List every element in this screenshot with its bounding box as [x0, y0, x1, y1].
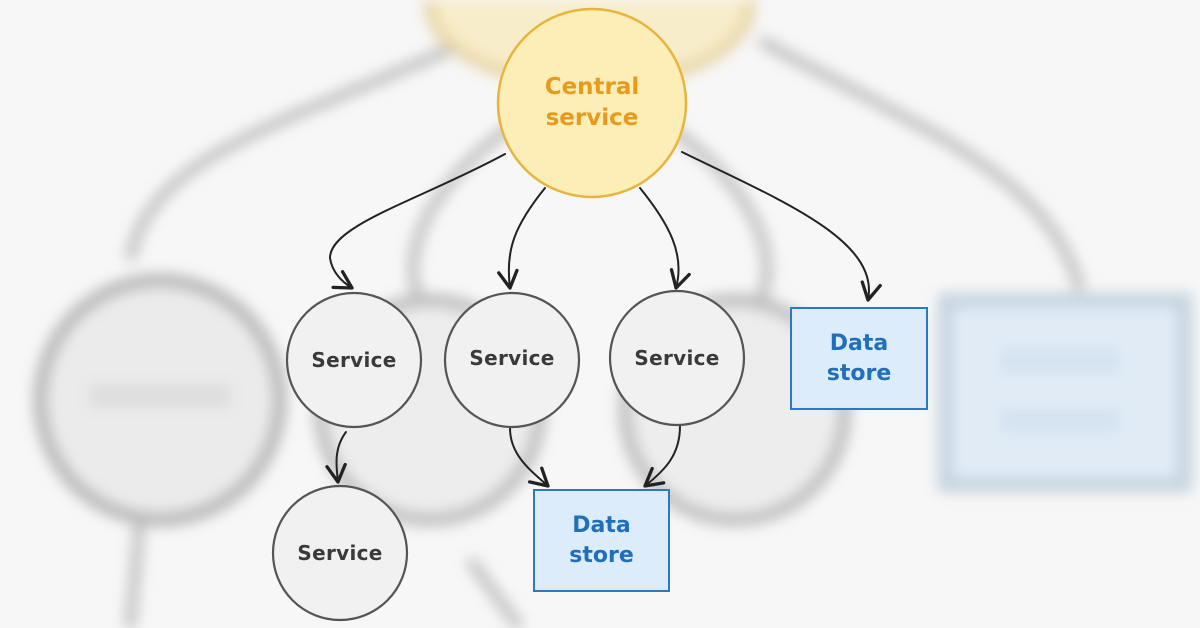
data-store-2-label: Data store	[569, 512, 634, 568]
edge-central-to-store-1	[681, 151, 882, 302]
edge-central-to-service-3	[639, 187, 691, 290]
service-node-4[interactable]	[271, 484, 409, 622]
data-store-node-1[interactable]	[790, 307, 928, 410]
service-3-label: Service	[634, 345, 720, 370]
edge-service-2-to-store-2	[509, 427, 550, 488]
service-4-label: Service	[297, 540, 383, 565]
edge-central-to-service-2	[497, 187, 546, 290]
data-store-node-2[interactable]	[533, 489, 670, 592]
central-service-node[interactable]	[496, 7, 688, 199]
service-2-label: Service	[469, 345, 555, 370]
data-store-1-label: Data store	[826, 330, 892, 386]
edge-service-3-to-store-2	[643, 425, 681, 488]
edge-service-1-to-service-4	[325, 431, 347, 484]
service-node-3[interactable]	[608, 289, 746, 427]
edge-central-to-service-1	[328, 153, 506, 290]
central-service-label: Central service	[544, 73, 640, 131]
service-node-2[interactable]	[443, 291, 581, 429]
service-node-1[interactable]	[285, 291, 423, 429]
service-1-label: Service	[311, 347, 397, 372]
edges	[325, 151, 882, 488]
